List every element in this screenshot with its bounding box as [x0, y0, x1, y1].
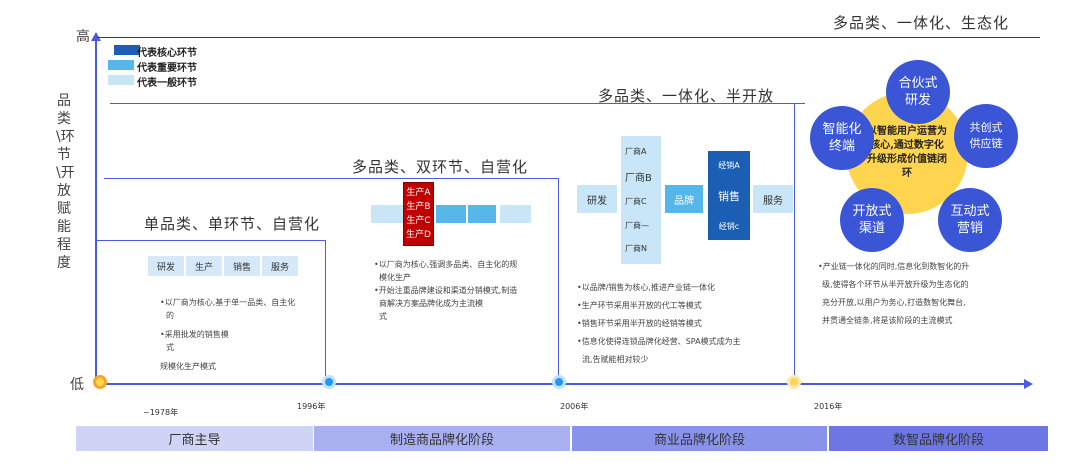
year-label: 2016年 — [814, 402, 843, 411]
stage1-chain-sales: 销售 — [224, 256, 260, 276]
stage3-sales-item: 经销c — [718, 221, 740, 231]
stage1-level-line — [97, 240, 325, 241]
timeline-dot-2016 — [787, 375, 801, 389]
x-axis-arrow — [1024, 379, 1033, 389]
stage3-note: •销售环节采用半开放的经销等模式 — [577, 319, 702, 328]
stage3-chain-rd: 研发 — [577, 185, 617, 213]
legend-label-important: 代表重要环节 — [137, 63, 197, 74]
stage3-level-line — [110, 103, 805, 104]
stage3-title: 多品类、一体化、半开放 — [598, 87, 775, 105]
petal-terminal: 智能化终端 — [810, 106, 874, 170]
y-axis-high-label: 高 — [76, 29, 90, 45]
stage1-chain-service: 服务 — [262, 256, 298, 276]
stage2-produce-item: 生产B — [406, 202, 431, 212]
petal-marketing: 互动式营销 — [938, 188, 1002, 252]
stage2-note: •以厂商为核心,强调多品类、自主化的规 — [374, 260, 518, 269]
phase-commercial-branding: 商业品牌化阶段 — [572, 426, 827, 451]
stage4-note: 并贯通全链条,将是该阶段的主流模式 — [822, 316, 953, 325]
stage1-chain-produce: 生产 — [186, 256, 222, 276]
stage4-note: 充分开放,以用户为务心,打造数智化舞台, — [822, 298, 966, 307]
timeline-dot-2006 — [552, 375, 566, 389]
stage4-note: •产业链一体化的同时,信息化到数智化的升 — [818, 262, 970, 271]
stage2-note: •开始注重品牌建设和渠道分销模式,制造 — [374, 286, 518, 295]
legend-swatch-general — [108, 75, 134, 85]
stage1-note: 的 — [166, 311, 174, 320]
stage1-title: 单品类、单环节、自营化 — [144, 215, 321, 233]
stage3-factories-block: 厂商A 厂商B 厂商C 厂商— 厂商N — [621, 136, 661, 264]
stage2-title: 多品类、双环节、自营化 — [352, 158, 529, 176]
stage1-note: 式 — [166, 343, 174, 352]
phase-manufacturer-led: 厂商主导 — [76, 426, 313, 451]
stage4-note: 级,使得各个环节从半开放升级为生态化的 — [822, 280, 969, 289]
stage2-produce-item: 生产A — [406, 188, 431, 198]
stage3-factory: 厂商— — [625, 220, 649, 230]
petal-marketing-label: 互动式营销 — [950, 204, 990, 236]
y-axis — [95, 40, 97, 385]
legend-swatch-important — [108, 60, 134, 70]
timeline-dot-1996 — [322, 375, 336, 389]
stage2-produce-item: 生产D — [406, 230, 431, 240]
year-label: 1996年 — [297, 402, 326, 411]
phase-manufacturer-branding: 制造商品牌化阶段 — [314, 426, 570, 451]
stage2-notes: •以厂商为核心,强调多品类、自主化的规 模化生产 •开始注重品牌建设和渠道分销模… — [374, 258, 517, 323]
stage2-note: 式 — [379, 312, 387, 321]
legend-label-general: 代表一般环节 — [137, 78, 197, 89]
stage1-chain-rd: 研发 — [148, 256, 184, 276]
stage1-notes: •以厂商为核心,基于单一品类、自主化 的 •采用批发的销售模 式 规模化生产模式 — [160, 296, 295, 373]
stage3-note: •生产环节采用半开放的代工等模式 — [577, 301, 702, 310]
stage2-produce-item: 生产C — [406, 216, 431, 226]
stage2-chain-channel — [468, 205, 496, 223]
stage3-factory: 厂商N — [625, 243, 647, 253]
y-axis-title: 品类\环节\开放赋能程度 — [56, 93, 75, 271]
petal-supply-chain: 共创式供应链 — [954, 104, 1018, 168]
stage3-note: •以品牌/销售为核心,推进产业链一体化 — [577, 283, 715, 292]
stage4-level-line — [97, 37, 1040, 38]
stage3-sales-item: 经销A — [718, 160, 740, 170]
stage2-chain-rd — [371, 205, 403, 223]
petal-rd-label: 合伙式研发 — [898, 76, 938, 108]
stage4-title: 多品类、一体化、生态化 — [833, 14, 1010, 32]
y-axis-low-label: 低 — [70, 377, 84, 393]
phase-digital-branding: 数智品牌化阶段 — [829, 426, 1048, 451]
stage3-boundary — [794, 103, 795, 380]
stage2-chain-sales — [436, 205, 466, 223]
timeline-dot-1978 — [93, 375, 107, 389]
stage3-note: •信息化使得连锁品牌化经营、SPA模式成为主 — [577, 337, 741, 346]
petal-supply-chain-label: 共创式供应链 — [969, 121, 1003, 150]
petal-channel-label: 开放式渠道 — [852, 204, 892, 236]
y-axis-arrow — [91, 32, 101, 41]
stage2-produce-block: 生产A 生产B 生产C 生产D — [403, 182, 434, 246]
stage2-boundary — [558, 178, 559, 380]
stage1-note: •以厂商为核心,基于单一品类、自主化 — [160, 298, 296, 307]
stage3-sales-item: 销售 — [718, 189, 740, 203]
petal-terminal-label: 智能化终端 — [822, 122, 862, 154]
stage2-chain-service — [500, 205, 531, 223]
stage3-chain-brand: 品牌 — [665, 185, 703, 213]
legend-swatch-core — [114, 45, 140, 55]
ecosystem-center-text: 以智能用户运营为核心,通过数字化升级形成价值链闭环 — [867, 126, 947, 179]
stage3-sales-block: 经销A 销售 经销c — [708, 151, 750, 240]
stage3-chain-service: 服务 — [753, 185, 793, 213]
stage1-note: •采用批发的销售模 — [160, 330, 229, 339]
stage3-factory: 厂商A — [625, 147, 647, 157]
year-label: ~1978年 — [143, 408, 179, 417]
stage2-note: 商解决方案品牌化成为主流模 — [379, 299, 483, 308]
petal-rd: 合伙式研发 — [886, 60, 950, 124]
stage4-notes: •产业链一体化的同时,信息化到数智化的升 级,使得各个环节从半开放升级为生态化的… — [818, 260, 969, 327]
stage3-factory: 厂商C — [625, 197, 647, 207]
petal-channel: 开放式渠道 — [840, 188, 904, 252]
year-label: 2006年 — [560, 402, 589, 411]
stage2-level-line — [104, 178, 558, 179]
stage1-note: 规模化生产模式 — [160, 362, 216, 371]
stage3-factory: 厂商B — [625, 173, 652, 185]
stage3-notes: •以品牌/销售为核心,推进产业链一体化 •生产环节采用半开放的代工等模式 •销售… — [577, 281, 741, 366]
legend-label-core: 代表核心环节 — [137, 48, 197, 59]
stage2-note: 模化生产 — [379, 273, 411, 282]
stage3-note: 流,告赋能相对较少 — [582, 355, 649, 364]
stage1-boundary — [325, 240, 326, 380]
